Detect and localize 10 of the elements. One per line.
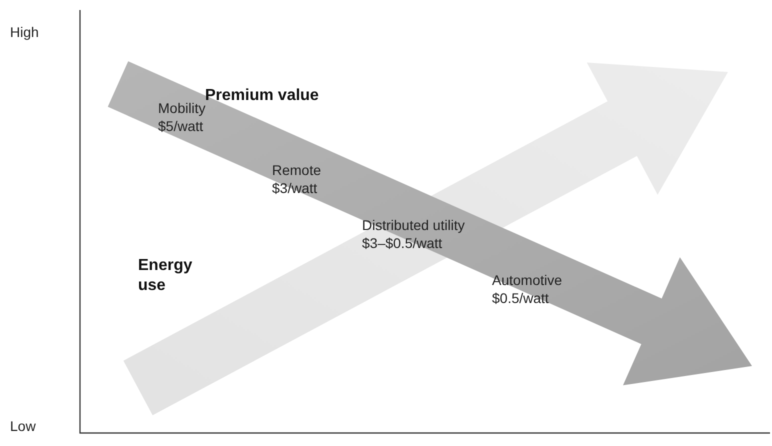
segment-label: $5/watt — [158, 118, 204, 135]
segment-label: $0.5/watt — [492, 290, 549, 307]
arrow-label: Premium value — [205, 86, 319, 104]
segment-label: Mobility — [158, 100, 206, 117]
segment-label: $3–$0.5/watt — [362, 235, 442, 252]
segment-label: Remote — [272, 162, 322, 179]
arrow-label: Energy use — [138, 256, 194, 296]
segment-label: Automotive — [492, 272, 562, 289]
axis-label: Low — [10, 418, 36, 435]
axis-label: High — [10, 24, 39, 41]
